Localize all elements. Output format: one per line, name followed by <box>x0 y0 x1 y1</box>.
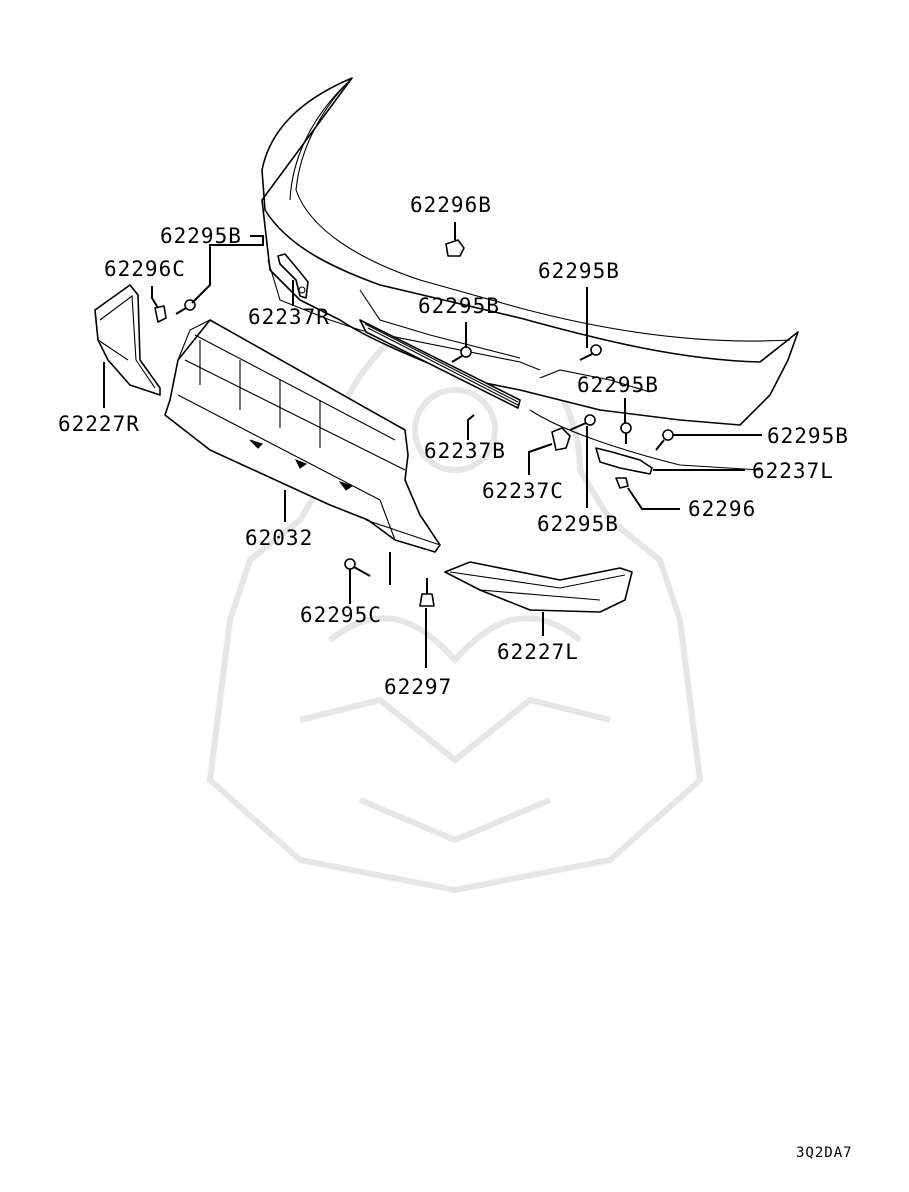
part-62227L <box>444 561 633 613</box>
callout-62295B-top-right: 62295B <box>538 259 620 283</box>
callout-62237B: 62237B <box>424 439 506 463</box>
screw-62295C <box>344 558 371 577</box>
fasteners <box>154 239 674 607</box>
callout-62295B-left: 62295B <box>160 224 242 248</box>
part-62237R-bracket <box>277 253 309 299</box>
nut-62296B <box>445 239 465 257</box>
callout-62227L: 62227L <box>497 640 579 664</box>
callout-62295B-mid-right: 62295B <box>577 373 659 397</box>
nut-62296 <box>615 477 629 489</box>
callout-62296: 62296 <box>688 497 756 521</box>
screw-62295B-2 <box>451 346 472 363</box>
part-62237B-strip <box>359 319 521 409</box>
callout-62237L: 62237L <box>752 459 834 483</box>
callout-62295C: 62295C <box>300 603 382 627</box>
grommet-62297 <box>419 578 435 607</box>
part-62227R <box>94 284 161 396</box>
callout-62296B: 62296B <box>410 193 492 217</box>
leader-lines <box>103 222 762 668</box>
callout-62032: 62032 <box>245 526 313 550</box>
callout-62295B-far-right: 62295B <box>767 424 849 448</box>
part-62237C-clip <box>551 427 571 451</box>
figure-code: 3Q2DA7 <box>796 1145 853 1161</box>
screw-62295B-3 <box>579 344 602 361</box>
callout-62227R: 62227R <box>58 412 140 436</box>
callout-62237R: 62237R <box>248 305 330 329</box>
callout-62295B-center: 62295B <box>418 294 500 318</box>
callout-62295B-bottom: 62295B <box>537 512 619 536</box>
callout-62296C: 62296C <box>104 257 186 281</box>
clip-62296C <box>154 305 167 323</box>
part-62032-spoiler <box>164 319 441 553</box>
callout-labels: 62296B 62295B 62296C 62295B 62237R 62295… <box>58 193 849 699</box>
callout-62237C: 62237C <box>482 479 564 503</box>
part-62237L-bracket <box>595 447 653 475</box>
screw-62295B-6 <box>655 429 674 451</box>
screw-62295B-5 <box>620 422 632 444</box>
screw-62295B-4 <box>569 414 596 431</box>
callout-62297: 62297 <box>384 675 452 699</box>
